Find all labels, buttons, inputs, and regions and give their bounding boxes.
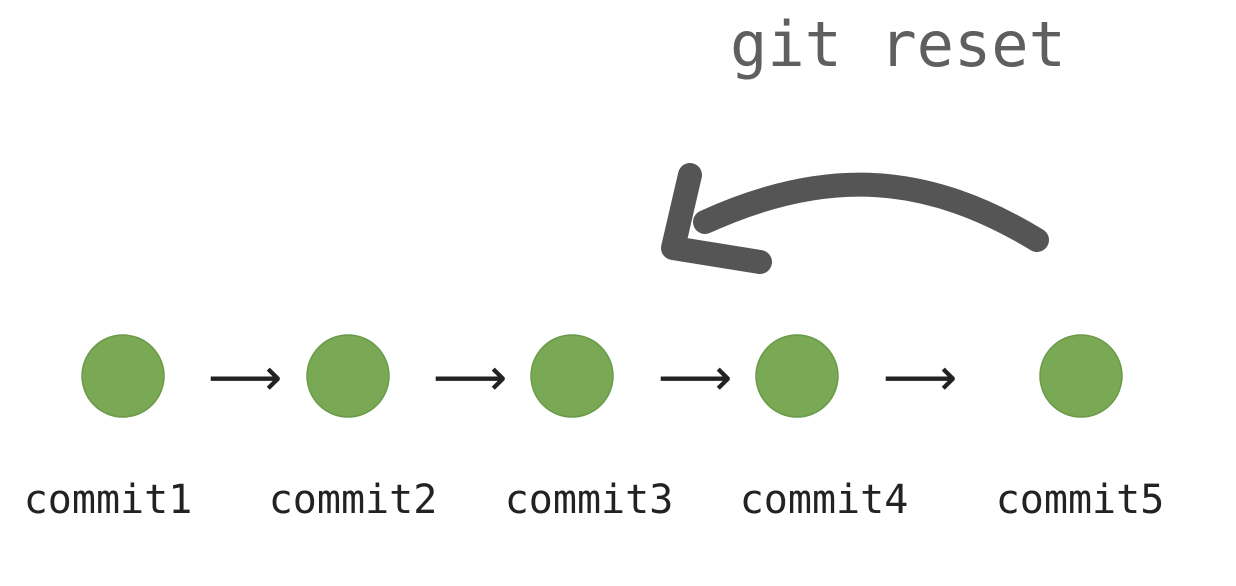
commit-connectors: ⟶ ⟶ ⟶ ⟶ <box>208 348 958 408</box>
connector-arrow: ⟶ <box>433 348 508 408</box>
commit-labels: commit1 commit2 commit3 commit4 commit5 <box>24 477 1165 523</box>
connector-arrow: ⟶ <box>883 348 958 408</box>
commit-label: commit4 <box>740 477 909 523</box>
connector-arrow: ⟶ <box>658 348 733 408</box>
commit-label: commit5 <box>996 477 1165 523</box>
connector-arrow: ⟶ <box>208 348 283 408</box>
commit-label: commit2 <box>269 477 438 523</box>
commit-nodes <box>81 334 1123 418</box>
reset-arrow-head <box>661 163 772 274</box>
reset-arrow-curve <box>693 172 1049 252</box>
diagram-title: git reset <box>730 8 1066 81</box>
reset-arrow <box>661 163 1049 274</box>
commit-label: commit1 <box>24 477 193 523</box>
commit-label: commit3 <box>505 477 674 523</box>
commit-node <box>755 334 839 418</box>
commit-node <box>530 334 614 418</box>
commit-node <box>81 334 165 418</box>
commit-node <box>306 334 390 418</box>
commit-node <box>1039 334 1123 418</box>
